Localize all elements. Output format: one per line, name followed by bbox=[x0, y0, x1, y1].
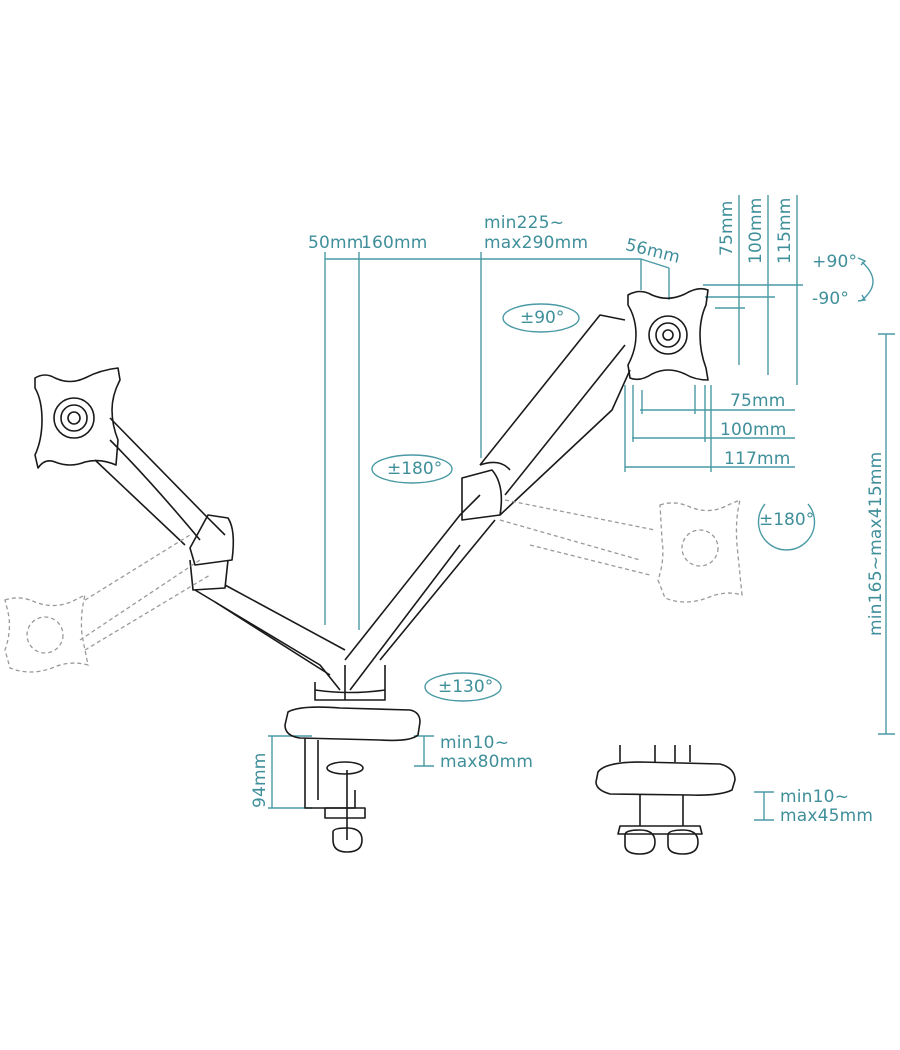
rotation-swivel-head: ±90° bbox=[520, 308, 565, 328]
vesa-horizontal-117mm: 117mm bbox=[724, 449, 791, 469]
rotation-base: ±130° bbox=[438, 677, 494, 697]
dim-arm-extension-min: min225~ bbox=[484, 213, 565, 233]
dim-160mm: 160mm bbox=[361, 233, 428, 253]
rotation-panel: ±180° bbox=[759, 510, 815, 530]
vesa-vertical-75mm: 75mm bbox=[717, 200, 737, 256]
ghost-positions bbox=[4, 498, 743, 673]
grommet-range-max: max45mm bbox=[780, 806, 874, 826]
rotation-arm-elbow: ±180° bbox=[387, 459, 443, 479]
vesa-horizontal-100mm: 100mm bbox=[720, 420, 787, 440]
vesa-horizontal-75mm: 75mm bbox=[730, 391, 786, 411]
arm-line-art bbox=[34, 287, 736, 855]
vesa-vertical-115mm: 115mm bbox=[775, 197, 795, 264]
tilt-up-label: +90° bbox=[812, 252, 858, 272]
height-range-label: min165~max415mm bbox=[866, 451, 886, 636]
grommet-range-min: min10~ bbox=[780, 787, 850, 807]
dimension-lines bbox=[268, 195, 895, 821]
dim-arm-extension-max: max290mm bbox=[484, 233, 589, 253]
clamp-range-max: max80mm bbox=[440, 752, 534, 772]
clamp-height-94mm: 94mm bbox=[250, 752, 270, 808]
dim-50mm: 50mm bbox=[308, 233, 364, 253]
clamp-range-min: min10~ bbox=[440, 733, 510, 753]
tilt-down-label: -90° bbox=[812, 289, 850, 309]
vesa-vertical-100mm: 100mm bbox=[746, 197, 766, 264]
